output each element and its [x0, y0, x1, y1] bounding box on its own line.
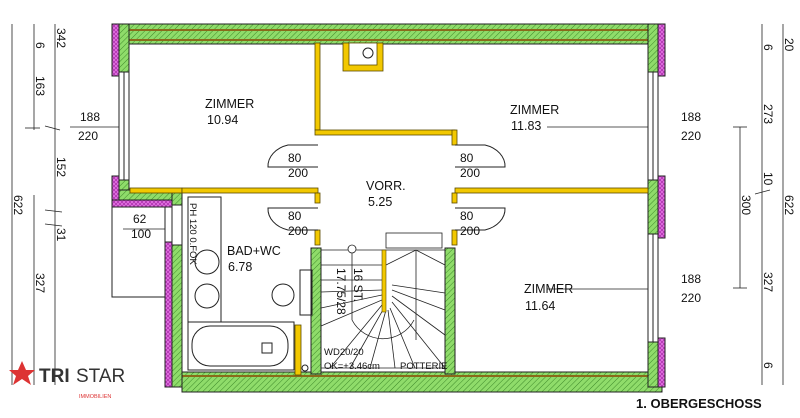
svg-text:200: 200: [460, 166, 480, 180]
svg-text:80: 80: [288, 209, 302, 223]
svg-text:16 ST.: 16 ST.: [351, 268, 365, 302]
svg-text:220: 220: [78, 129, 98, 143]
room-area: 6.78: [228, 260, 252, 274]
svg-text:80: 80: [288, 151, 302, 165]
plan-title: 1. OBERGESCHOSS: [636, 396, 762, 411]
bath-note: PH 120 0.FOK: [187, 203, 198, 265]
room-area: 11.83: [511, 119, 541, 133]
svg-text:200: 200: [460, 224, 480, 238]
dimensions-left: 342 6 163 152 31 327 622: [11, 28, 68, 293]
dimensions-right: 20 6 273 10 300 327 6 622: [739, 38, 796, 369]
room-name: ZIMMER: [510, 103, 559, 117]
svg-text:300: 300: [739, 195, 753, 215]
svg-text:152: 152: [54, 157, 68, 177]
svg-text:31: 31: [54, 228, 68, 242]
door-labels: 80 200 80 200 80 200 80 200: [288, 151, 480, 238]
stair-core: [381, 249, 387, 313]
svg-text:6: 6: [761, 362, 775, 369]
room-name: BAD+WC: [227, 244, 281, 258]
partitions: [129, 42, 649, 376]
sink-icon: [194, 249, 220, 275]
svg-text:6: 6: [761, 44, 775, 51]
svg-text:TRI: TRI: [39, 366, 70, 387]
svg-text:622: 622: [782, 195, 796, 215]
svg-text:17.75/28: 17.75/28: [334, 268, 348, 315]
toilet-icon: [271, 283, 295, 307]
svg-text:WD20/20: WD20/20: [324, 347, 364, 358]
svg-text:220: 220: [681, 129, 701, 143]
bathtub-icon: [191, 325, 289, 367]
sink-icon: [194, 283, 220, 309]
doors: [267, 144, 506, 231]
svg-text:622: 622: [11, 195, 25, 215]
svg-text:188: 188: [681, 272, 701, 286]
dimension-lines: [11, 24, 784, 385]
exterior-walls: [111, 23, 666, 393]
svg-text:200: 200: [288, 166, 308, 180]
room-name: VORR.: [366, 179, 406, 193]
stair-labels: 16 ST. 17.75/28 WD20/20 OK=+3.46cm POTTE…: [324, 268, 448, 372]
window-labels: 188 220 62 100 188 220 188 220: [78, 110, 701, 305]
svg-text:163: 163: [33, 76, 47, 96]
windows: [111, 71, 659, 343]
svg-text:OK=+3.46cm: OK=+3.46cm: [324, 361, 380, 372]
star-icon: [9, 361, 35, 385]
svg-text:188: 188: [80, 110, 100, 124]
svg-text:80: 80: [460, 209, 474, 223]
svg-text:10: 10: [761, 172, 775, 186]
svg-text:100: 100: [131, 227, 151, 241]
bathroom-fixtures: [187, 196, 313, 372]
svg-text:STAR: STAR: [76, 366, 125, 387]
chimney-icon: [362, 47, 374, 59]
svg-text:200: 200: [288, 224, 308, 238]
svg-text:IMMOBILIEN: IMMOBILIEN: [79, 394, 111, 400]
room-area: 10.94: [207, 113, 238, 127]
svg-text:POTTERIE: POTTERIE: [400, 361, 448, 372]
svg-text:273: 273: [761, 104, 775, 124]
svg-text:342: 342: [54, 28, 68, 48]
room-area: 5.25: [368, 195, 392, 209]
svg-text:188: 188: [681, 110, 701, 124]
stair-walls: [310, 247, 456, 375]
svg-text:20: 20: [782, 38, 796, 52]
room-area: 11.64: [525, 299, 555, 313]
svg-text:62: 62: [133, 212, 147, 226]
svg-text:220: 220: [681, 291, 701, 305]
room-name: ZIMMER: [205, 97, 254, 111]
tristar-logo: TRI STAR IMMOBILIEN: [9, 361, 125, 400]
room-name: ZIMMER: [524, 282, 573, 296]
svg-text:327: 327: [33, 273, 47, 293]
svg-text:327: 327: [761, 272, 775, 292]
svg-text:6: 6: [33, 42, 47, 49]
svg-text:80: 80: [460, 151, 474, 165]
